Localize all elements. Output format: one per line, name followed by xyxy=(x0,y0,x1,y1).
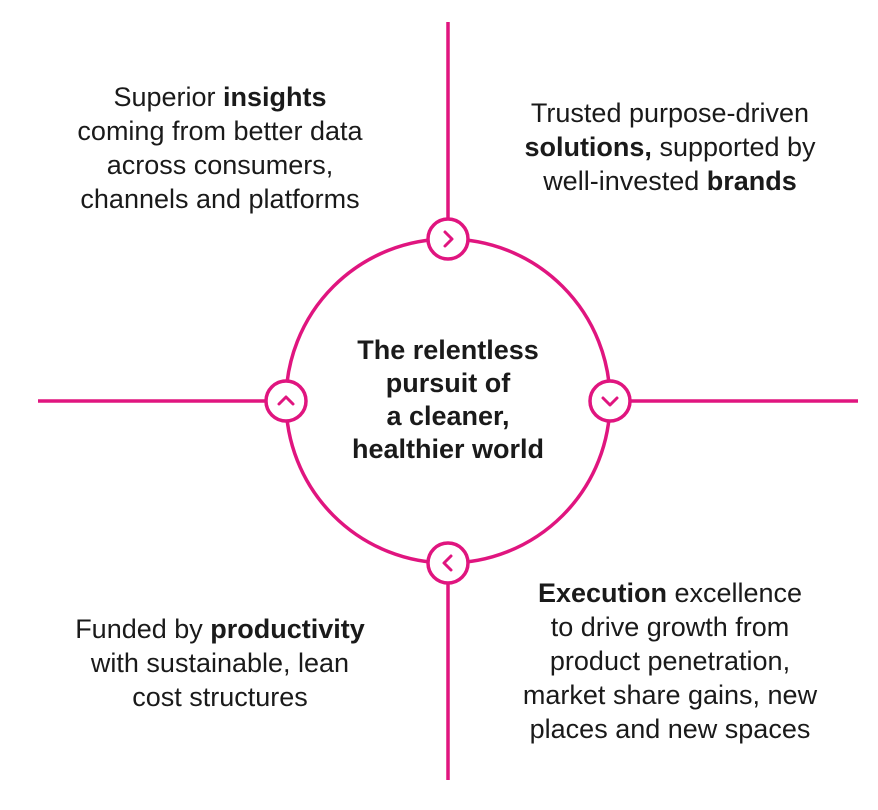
insights-line-4: channels and platforms xyxy=(80,184,360,214)
marker-top xyxy=(426,217,470,261)
quadrant-solutions: Trusted purpose-driven solutions, suppor… xyxy=(470,96,870,198)
center-line-4: healthier world xyxy=(351,434,545,464)
insights-keyword: insights xyxy=(223,82,327,112)
execution-line-2: to drive growth from xyxy=(550,612,790,642)
marker-left xyxy=(264,379,308,423)
insights-line-2: coming from better data xyxy=(77,116,363,146)
productivity-line-3: cost structures xyxy=(132,682,308,712)
center-line-2: pursuit of xyxy=(385,368,511,398)
execution-keyword: Execution xyxy=(537,578,667,608)
quadrant-productivity: Funded by productivity with sustainable,… xyxy=(20,612,420,714)
execution-line-1: Execution excellence xyxy=(537,578,803,608)
center-line-1: The relentless xyxy=(357,335,539,365)
insights-line-1: Superior insights xyxy=(113,82,327,112)
center-line-3: a cleaner, xyxy=(386,401,510,431)
center-statement: The relentless pursuit of a cleaner, hea… xyxy=(298,334,598,466)
execution-line-3: product penetration, xyxy=(549,646,791,676)
marker-bottom xyxy=(426,541,470,585)
execution-line-5: places and new spaces xyxy=(529,714,811,744)
solutions-line-1: Trusted purpose-driven xyxy=(530,98,810,128)
insights-line-3: across consumers, xyxy=(106,150,334,180)
productivity-keyword: productivity xyxy=(210,614,365,644)
brands-keyword: brands xyxy=(706,166,797,196)
solutions-keyword: solutions, xyxy=(524,132,652,162)
productivity-line-1: Funded by productivity xyxy=(75,614,365,644)
solutions-line-2: solutions, supported by xyxy=(524,132,816,162)
productivity-line-2: with sustainable, lean xyxy=(90,648,350,678)
solutions-line-3: well-invested brands xyxy=(543,166,797,196)
execution-line-4: market share gains, new xyxy=(522,680,818,710)
chevron-up-icon xyxy=(277,395,295,406)
quadrant-insights: Superior insights coming from better dat… xyxy=(20,80,420,216)
marker-right xyxy=(588,379,632,423)
chevron-right-icon xyxy=(443,230,454,248)
chevron-left-icon xyxy=(442,554,453,572)
chevron-down-icon xyxy=(601,396,619,407)
quadrant-execution: Execution excellence to drive growth fro… xyxy=(470,576,870,746)
